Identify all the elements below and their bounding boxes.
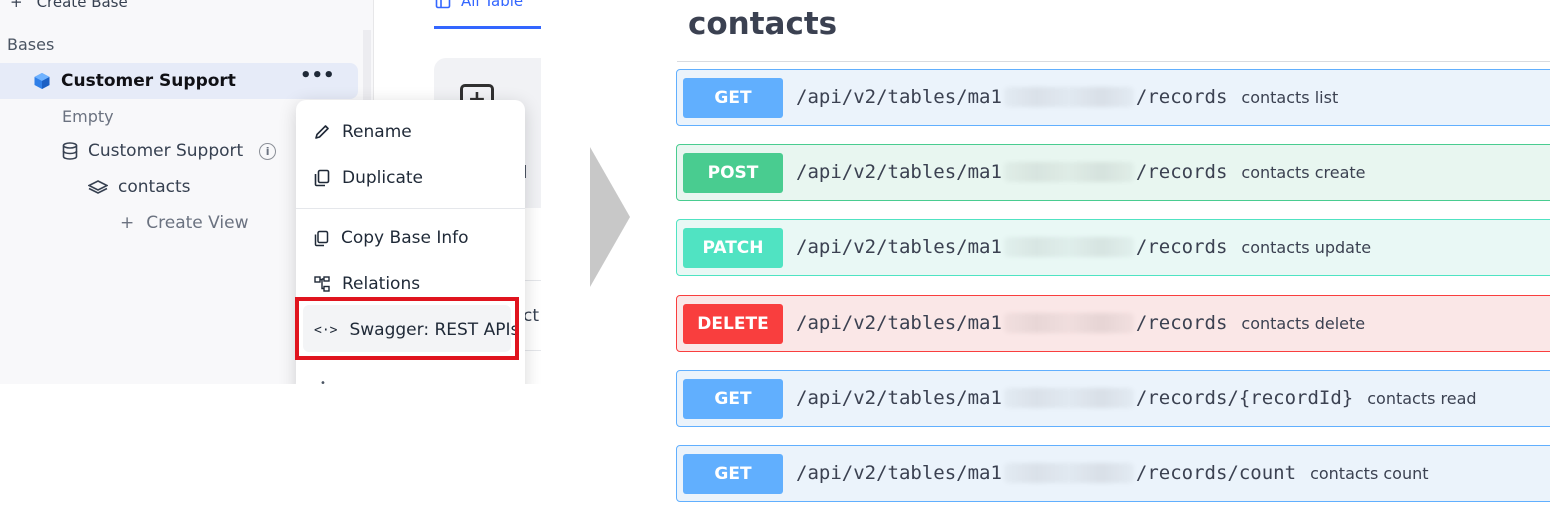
- operation-delete[interactable]: DELETE /api/v2/tables/ma1/records contac…: [676, 295, 1550, 352]
- sidebar-item-base[interactable]: Customer Support •••: [0, 63, 358, 99]
- tab-all-tables[interactable]: All Table: [435, 0, 523, 10]
- transition-arrow-icon: [590, 147, 630, 287]
- menu-item-copy-base-info[interactable]: Copy Base Info: [314, 228, 469, 248]
- path-prefix: /api/v2/tables/ma1: [796, 387, 1002, 409]
- endpoint-path: /api/v2/tables/ma1/records contacts list: [796, 86, 1338, 108]
- redacted-id: [1003, 388, 1134, 408]
- menu-item-duplicate[interactable]: Duplicate: [314, 168, 423, 188]
- menu-divider: [296, 208, 525, 209]
- operation-summary: contacts delete: [1241, 313, 1366, 333]
- table-icon: [88, 180, 108, 194]
- operation-get-list[interactable]: GET /api/v2/tables/ma1/records contacts …: [676, 69, 1550, 126]
- operation-post-create[interactable]: POST /api/v2/tables/ma1/records contacts…: [676, 144, 1550, 201]
- menu-item-rename[interactable]: Rename: [314, 122, 412, 142]
- create-view-button[interactable]: + Create View: [120, 213, 248, 233]
- tab-all-tables-label: All Table: [461, 0, 524, 10]
- menu-label: Copy Base Info: [341, 228, 469, 248]
- path-suffix: /records: [1135, 312, 1228, 334]
- base-cube-icon: [34, 73, 50, 89]
- active-tab-indicator: [434, 26, 541, 29]
- bases-heading: Bases: [7, 35, 55, 54]
- operation-summary: contacts count: [1310, 463, 1429, 483]
- menu-label: Swagger: REST APIs: [349, 320, 520, 340]
- endpoint-path: /api/v2/tables/ma1/records/count contact…: [796, 462, 1429, 484]
- menu-item-relations[interactable]: Relations: [314, 274, 420, 294]
- path-suffix: /records/{recordId}: [1135, 387, 1354, 409]
- method-badge: DELETE: [683, 304, 783, 344]
- path-prefix: /api/v2/tables/ma1: [796, 236, 1002, 258]
- method-badge: GET: [683, 454, 783, 494]
- highlight-box: [295, 297, 519, 360]
- menu-label: Duplicate: [342, 168, 423, 188]
- source-label: Customer Support: [88, 141, 244, 161]
- method-badge: PATCH: [683, 228, 783, 268]
- sidebar-item-table-contacts[interactable]: contacts: [88, 177, 190, 197]
- operation-summary: contacts update: [1241, 237, 1372, 257]
- clipboard-icon: [314, 230, 329, 246]
- menu-label: Rename: [342, 122, 412, 142]
- path-suffix: /records: [1135, 236, 1228, 258]
- relations-icon: [314, 276, 330, 292]
- redacted-id: [1003, 463, 1134, 483]
- operation-summary: contacts list: [1241, 87, 1339, 107]
- plus-icon: +: [120, 213, 135, 233]
- create-base-button[interactable]: + Create Base: [10, 0, 128, 11]
- operation-summary: contacts read: [1367, 388, 1477, 408]
- copy-icon: [314, 169, 330, 187]
- method-badge: GET: [683, 379, 783, 419]
- more-options-icon[interactable]: •••: [300, 65, 335, 86]
- path-prefix: /api/v2/tables/ma1: [796, 462, 1002, 484]
- empty-label: Empty: [62, 107, 114, 126]
- path-prefix: /api/v2/tables/ma1: [796, 312, 1002, 334]
- base-name: Customer Support: [61, 71, 236, 91]
- create-view-label: Create View: [146, 213, 249, 233]
- code-icon: <·>: [314, 322, 338, 338]
- info-icon[interactable]: i: [259, 142, 277, 160]
- endpoint-path: /api/v2/tables/ma1/records contacts crea…: [796, 161, 1366, 183]
- redacted-id: [1003, 237, 1134, 257]
- row-label-fragment: ct: [523, 306, 540, 326]
- menu-item-hover-bg: [303, 305, 511, 352]
- endpoint-path: /api/v2/tables/ma1/records/{recordId} co…: [796, 387, 1477, 409]
- path-suffix: /records: [1135, 86, 1228, 108]
- plus-icon: +: [10, 0, 23, 11]
- menu-item-partial: •: [320, 378, 326, 384]
- sidebar-item-source[interactable]: Customer Support i: [62, 141, 277, 161]
- menu-item-swagger[interactable]: <·> Swagger: REST APIs: [314, 320, 519, 340]
- redacted-id: [1003, 313, 1134, 333]
- path-prefix: /api/v2/tables/ma1: [796, 86, 1002, 108]
- operation-get-read[interactable]: GET /api/v2/tables/ma1/records/{recordId…: [676, 370, 1550, 427]
- create-base-label: Create Base: [36, 0, 128, 11]
- swagger-section-title: contacts: [688, 6, 838, 42]
- redacted-id: [1003, 87, 1134, 107]
- endpoint-path: /api/v2/tables/ma1/records contacts upda…: [796, 236, 1371, 258]
- table-grid-icon: [435, 0, 451, 9]
- path-suffix: /records/count: [1135, 462, 1297, 484]
- endpoint-path: /api/v2/tables/ma1/records contacts dele…: [796, 312, 1365, 334]
- nocodb-screenshot: + Create Base Bases Customer Support •••…: [0, 0, 541, 384]
- operation-get-count[interactable]: GET /api/v2/tables/ma1/records/count con…: [676, 445, 1550, 502]
- redacted-id: [1003, 162, 1134, 182]
- method-badge: GET: [683, 78, 783, 118]
- pencil-icon: [315, 125, 329, 139]
- operation-patch-update[interactable]: PATCH /api/v2/tables/ma1/records contact…: [676, 219, 1550, 276]
- path-prefix: /api/v2/tables/ma1: [796, 161, 1002, 183]
- table-label: contacts: [118, 177, 191, 197]
- database-icon: [62, 142, 78, 160]
- method-badge: POST: [683, 153, 783, 193]
- operation-summary: contacts create: [1241, 162, 1366, 182]
- path-suffix: /records: [1135, 161, 1228, 183]
- title-divider: [677, 61, 1550, 62]
- menu-label: Relations: [342, 274, 421, 294]
